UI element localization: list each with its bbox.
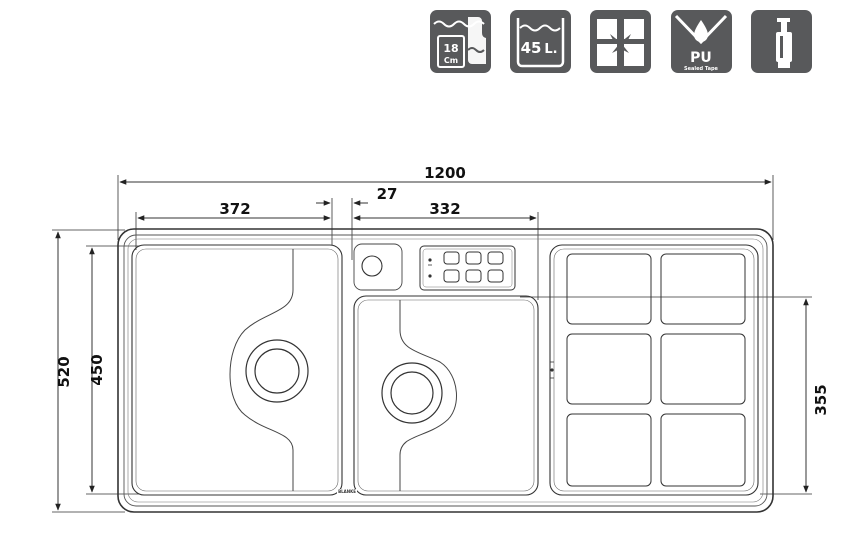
left-bowl bbox=[131, 244, 343, 496]
tap-area bbox=[353, 243, 516, 291]
capacity-value: 45 bbox=[521, 39, 542, 57]
capacity-unit: L. bbox=[544, 42, 557, 57]
drainer-board bbox=[549, 244, 759, 496]
dimension-lines: 1200 372 27 332 520 450 355 bbox=[52, 164, 830, 513]
right-bowl: BLANKE bbox=[337, 295, 539, 496]
tap-hole bbox=[361, 255, 383, 277]
depth-icon-group: 18 Cm bbox=[430, 10, 491, 73]
dimension-right-bowl-width: 332 bbox=[429, 200, 460, 218]
sealing-icon-group: PU Sealed Tape bbox=[671, 10, 732, 73]
dispenser-icon-group bbox=[751, 10, 812, 73]
left-drain-hole bbox=[254, 348, 300, 394]
dimension-total-depth: 520 bbox=[55, 356, 73, 387]
capacity-icon-group: 45 L. bbox=[510, 10, 571, 73]
depth-value: 18 bbox=[443, 42, 458, 55]
sink-body bbox=[117, 228, 774, 513]
depth-unit: Cm bbox=[444, 56, 458, 65]
sealing-sublabel: Sealed Tape bbox=[684, 66, 719, 72]
dimension-drainer-depth: 355 bbox=[812, 384, 830, 415]
dimension-gap: 27 bbox=[377, 185, 398, 203]
dimension-total-width: 1200 bbox=[424, 164, 466, 182]
dimension-bowl-depth: 450 bbox=[88, 354, 106, 385]
right-drain-hole bbox=[390, 371, 434, 415]
control-panel bbox=[419, 245, 516, 291]
packaging-icon-group bbox=[590, 10, 651, 73]
sealing-label: PU bbox=[690, 50, 712, 66]
dimension-left-bowl-width: 372 bbox=[219, 200, 250, 218]
brand-mark: BLANKE bbox=[338, 489, 356, 494]
